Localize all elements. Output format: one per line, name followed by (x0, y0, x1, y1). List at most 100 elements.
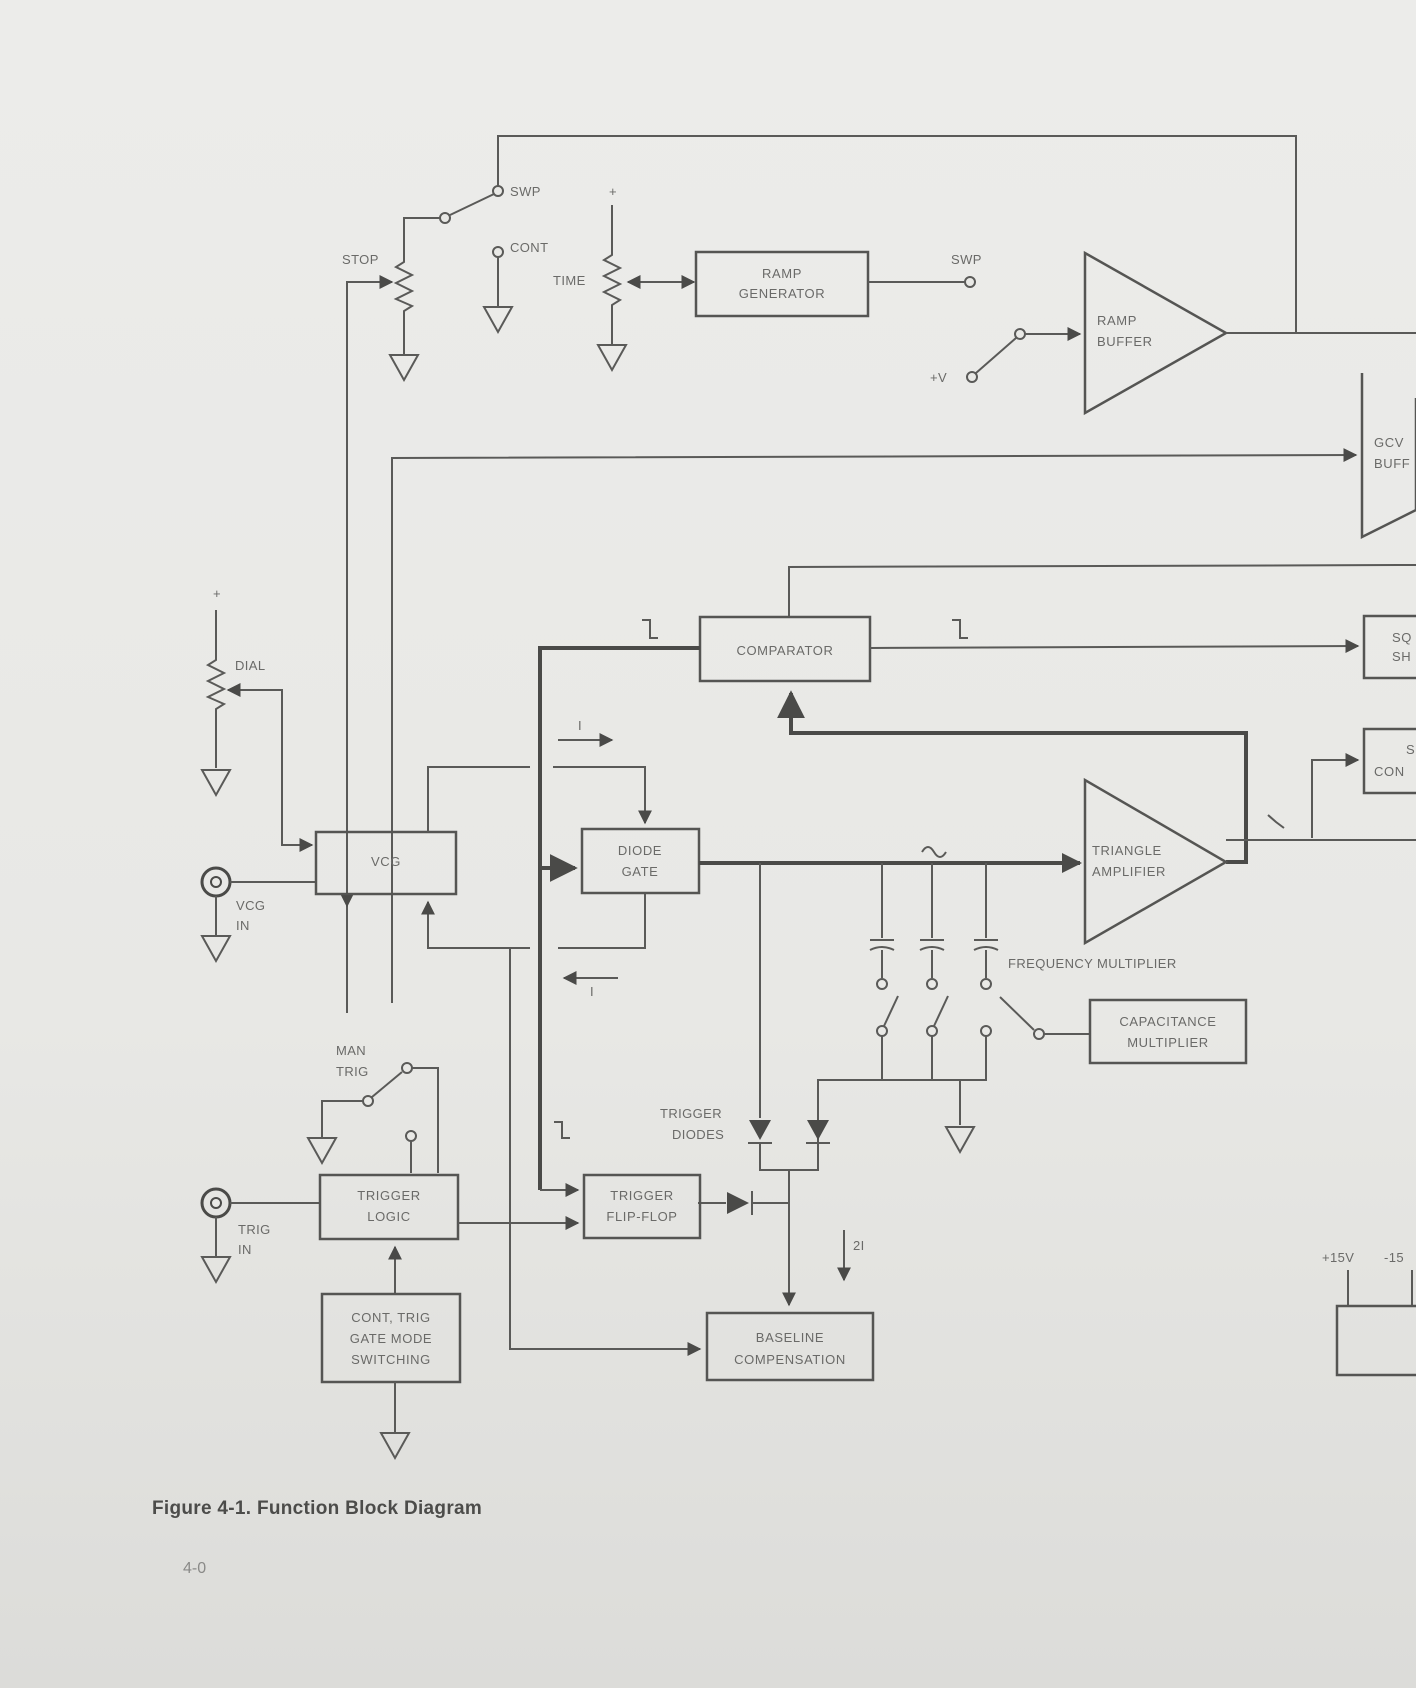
svg-text:RAMP: RAMP (1097, 313, 1137, 328)
svg-text:AMPLIFIER: AMPLIFIER (1092, 864, 1166, 879)
svg-text:VCG: VCG (371, 854, 401, 869)
vcg-in-connector[interactable] (200, 866, 232, 898)
label-cont: CONT (510, 240, 548, 255)
svg-text:BUFFER: BUFFER (1097, 334, 1153, 349)
comparator-block: COMPARATOR (698, 615, 872, 683)
label-two-i: 2I (853, 1238, 865, 1253)
label-frequency-multiplier: FREQUENCY MULTIPLIER (1008, 956, 1177, 971)
ground-icon (200, 769, 232, 798)
dial-potentiometer (205, 610, 227, 768)
label-dial: DIAL (235, 658, 266, 673)
time-potentiometer (601, 205, 623, 345)
trig-in-connector[interactable] (200, 1187, 232, 1219)
figure-caption: Figure 4-1. Function Block Diagram (152, 1498, 483, 1519)
svg-text:LOGIC: LOGIC (367, 1209, 410, 1224)
plus-v-contact (966, 371, 978, 383)
ramp-buffer-block: RAMP BUFFER (1083, 250, 1229, 416)
label-plus-v: +V (930, 370, 947, 385)
svg-text:S: S (1406, 742, 1415, 757)
diode-icon (806, 1120, 830, 1144)
ground-icon (482, 306, 514, 335)
ramp-generator-block: RAMP GENERATOR (694, 250, 870, 318)
capacitor-icon (869, 939, 895, 978)
sq-shaper-block: SQ SH (1362, 614, 1416, 680)
page-number: 4-0 (183, 1560, 207, 1577)
svg-text:MULTIPLIER: MULTIPLIER (1127, 1035, 1209, 1050)
triangle-to-comparator-wire (777, 690, 1248, 864)
diode-gate-block: DIODE GATE (580, 827, 701, 895)
label-stop: STOP (342, 252, 379, 267)
label-plus15: +15V (1322, 1250, 1354, 1265)
svg-text:TRIGGER: TRIGGER (660, 1106, 722, 1121)
comparator-top-wire (788, 564, 1416, 617)
trigger-logic-block: TRIGGER LOGIC (318, 1173, 460, 1241)
man-trig-ground-wire (321, 1100, 363, 1137)
ground-icon (306, 1137, 338, 1166)
label-swp-out: SWP (951, 252, 982, 267)
svg-text:SH: SH (1392, 649, 1411, 664)
capacitor-icon (919, 939, 945, 978)
square-wave-icon (642, 619, 658, 639)
vcg-current-top-wire (427, 766, 530, 832)
to-sine-converter-wire (1311, 753, 1360, 838)
man-trig-lever (371, 1071, 403, 1098)
capacitor-icon (973, 939, 999, 978)
man-trig-contact[interactable] (401, 1062, 413, 1074)
vcg-block: VCG (314, 830, 458, 896)
triangle-amplifier-block: TRIANGLE AMPLIFIER (1083, 777, 1229, 946)
svg-text:SQ: SQ (1392, 630, 1412, 645)
sweep-section: SWP CONT STOP + TIME RAMP GENERATOR SWP (340, 135, 1416, 1013)
svg-text:RAMP: RAMP (762, 266, 802, 281)
swp-switch-lever (449, 193, 495, 216)
square-wave-icon (554, 1121, 570, 1139)
svg-text:FLIP-FLOP: FLIP-FLOP (606, 1209, 677, 1224)
svg-text:COMPARATOR: COMPARATOR (736, 643, 833, 658)
label-current-right: I (578, 718, 582, 733)
svg-text:BASELINE: BASELINE (756, 1330, 824, 1345)
triangle-wave-glyph (921, 846, 947, 858)
diode-icon (748, 1120, 772, 1144)
ground-icon (200, 1256, 232, 1285)
vcg-to-baseline-wire (509, 948, 702, 1356)
label-swp-switch: SWP (510, 184, 541, 199)
label-plus-dial: + (213, 586, 221, 601)
vcg-current-bottom-wire (421, 900, 530, 949)
plus-v-switch-lever (975, 337, 1017, 374)
svg-text:VCG: VCG (236, 898, 265, 913)
trigger-diode-join-wire (759, 1143, 819, 1171)
label-current-left: I (590, 984, 594, 999)
svg-text:MAN: MAN (336, 1043, 366, 1058)
label-minus15: -15 (1384, 1250, 1404, 1265)
ground-icon (944, 1126, 976, 1155)
square-wave-icon (952, 619, 968, 639)
svg-text:GATE: GATE (622, 864, 659, 879)
svg-text:CON: CON (1374, 764, 1405, 779)
gate-current-bottom-wire (558, 894, 646, 949)
label-time: TIME (553, 273, 586, 288)
mode-switching-block: CONT, TRIG GATE MODE SWITCHING (320, 1292, 462, 1384)
gcv-buffer-block: GCV BUFF (1360, 373, 1416, 540)
stop-pot-wire (403, 217, 440, 256)
swp-output-terminal (964, 276, 976, 288)
capacitance-multiplier-block: CAPACITANCE MULTIPLIER (1088, 998, 1248, 1065)
stop-wiper-wire (346, 275, 394, 1013)
svg-text:TRIG: TRIG (336, 1064, 369, 1079)
triangle-wave-icon (1267, 814, 1285, 829)
ground-icon (379, 1432, 411, 1461)
trigger-diode-right-wire (817, 1079, 882, 1143)
svg-text:COMPENSATION: COMPENSATION (734, 1352, 846, 1367)
cont-contact (492, 246, 504, 258)
sine-converter-block: S CON (1362, 727, 1416, 795)
swp-switch-pivot (439, 212, 451, 224)
svg-text:TRIG: TRIG (238, 1222, 271, 1237)
ground-icon (388, 354, 420, 383)
trig-pullup-contact (405, 1130, 417, 1142)
svg-text:TRIANGLE: TRIANGLE (1092, 843, 1162, 858)
svg-text:GCV: GCV (1374, 435, 1404, 450)
svg-text:IN: IN (238, 1242, 252, 1257)
svg-text:IN: IN (236, 918, 250, 933)
dial-wire (226, 683, 314, 852)
svg-text:SWITCHING: SWITCHING (351, 1352, 431, 1367)
diode-icon (727, 1191, 753, 1215)
